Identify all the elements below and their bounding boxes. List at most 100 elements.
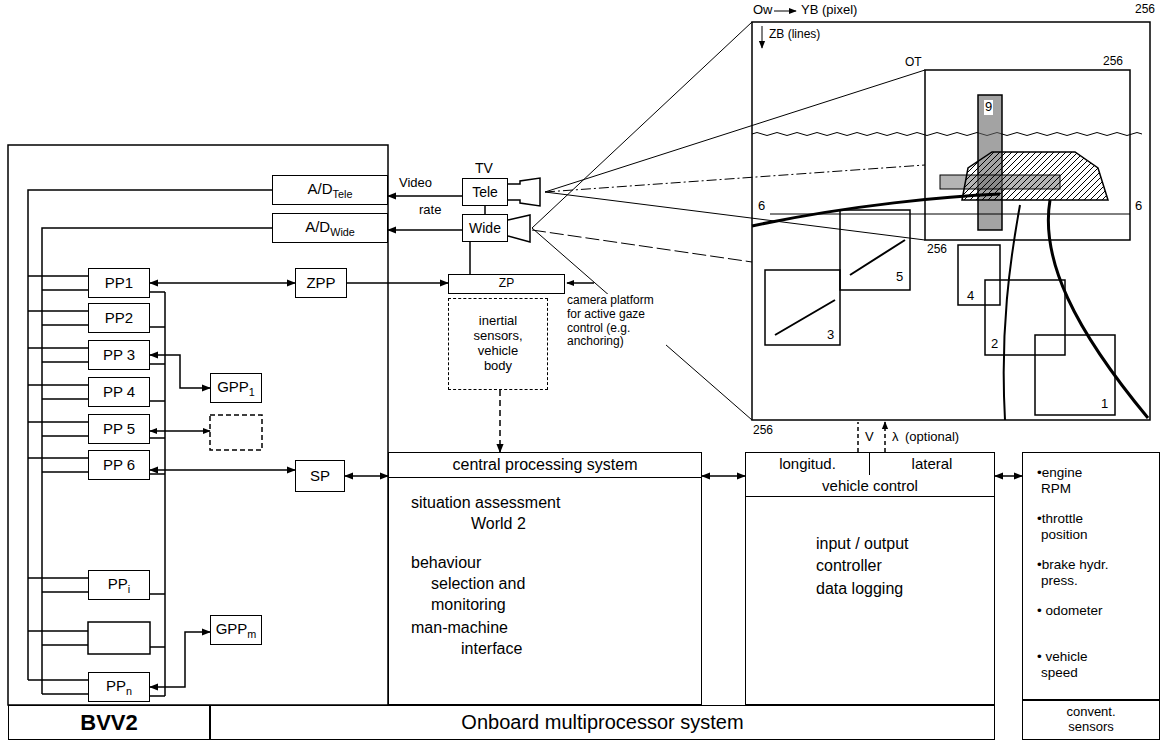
system-box: PP 6 (88, 450, 150, 480)
sensor-item: • odometer (1037, 603, 1111, 619)
system-box: PP 3 (88, 340, 150, 370)
box-text: input / output controller data logging (816, 533, 913, 600)
video-bus (28, 190, 272, 694)
annotation-label: V (864, 430, 875, 445)
sensor-item: • vehicle speed (1037, 649, 1111, 681)
signal-arrow (150, 282, 295, 284)
box-label: PP (108, 575, 128, 592)
box-label: SP (310, 467, 330, 484)
annotation-label: ZB (lines) (768, 28, 821, 42)
text-group: PP 5 (103, 420, 135, 437)
wide-axis-line (532, 230, 752, 262)
system-box: PP2 (88, 303, 150, 333)
box-heading: vehicle control (746, 475, 994, 497)
system-box: longitud.lateralvehicle control input / o… (745, 452, 995, 705)
system-box: PPi (88, 570, 150, 600)
vehicle-ahead (962, 152, 1108, 200)
annotation-label: 3 (826, 328, 835, 343)
signal-arrow (702, 475, 745, 477)
box-subscript: m (247, 628, 256, 640)
annotation-label: 256 (926, 243, 948, 257)
text-group: inertial sensors, vehicle body (462, 314, 534, 374)
box-label: GPP (216, 620, 248, 637)
box-subscript: i (128, 583, 130, 595)
lane-window (770, 214, 1130, 215)
annotation-label: λ (891, 430, 900, 445)
search-window (765, 270, 840, 345)
system-box: GPP1 (210, 373, 262, 403)
box-label: PP 4 (103, 383, 135, 400)
text-group: Wide (469, 220, 501, 236)
system-box: SP (295, 460, 345, 492)
box-label: Onboard multiprocessor system (461, 711, 743, 734)
search-window (1035, 335, 1115, 415)
box-subscript: 1 (249, 386, 255, 398)
text-group: PPi (108, 575, 130, 595)
box-label: Tele (472, 184, 498, 200)
road-edge (1004, 205, 1020, 420)
image-frame (752, 22, 1150, 420)
system-box: BVV2 (8, 705, 210, 740)
signal-arrow (150, 632, 210, 687)
text-group: PP2 (105, 309, 133, 326)
annotation-label: Video (398, 176, 433, 191)
annotation-label: YB (pixel) (800, 3, 858, 18)
system-box: PPn (88, 672, 150, 702)
text-group: SP (310, 467, 330, 484)
search-window (958, 245, 1000, 305)
annotation-label: 4 (966, 289, 975, 304)
platform-arrow (567, 282, 594, 284)
annotation-label: 6 (757, 199, 766, 214)
annotation-label: rate (418, 203, 442, 218)
tele-lens (508, 178, 540, 206)
box-label: PP 6 (103, 456, 135, 473)
system-box: ZPP (295, 268, 347, 298)
annotation-label: OT (904, 56, 923, 70)
system-box: convent. sensors (1022, 700, 1160, 740)
box-label: PP 3 (103, 346, 135, 363)
box-label: Wide (469, 220, 501, 236)
annotation-label: 1 (1100, 397, 1109, 412)
signal-arrow (995, 475, 1022, 477)
system-box: PP1 (88, 268, 150, 298)
text-group: Onboard multiprocessor system (461, 711, 743, 734)
system-box: Wide (462, 214, 508, 242)
annotation-label: 6 (1134, 199, 1143, 214)
box-subscript: Tele (333, 188, 353, 200)
road-edge (1048, 200, 1148, 418)
system-box: •engine RPM•throttle position•brake hydr… (1022, 452, 1160, 700)
text-group: GPPm (216, 620, 257, 640)
text-group: GPP1 (217, 378, 255, 398)
text-group: PP 6 (103, 456, 135, 473)
axis-arrow (774, 11, 796, 12)
horizon-line (752, 133, 1142, 136)
box-label: PP (106, 677, 126, 694)
box-label: PP1 (105, 274, 133, 291)
system-box: ZP (448, 274, 565, 294)
search-window (840, 210, 910, 290)
annotation-label: 2 (990, 337, 999, 352)
annotation-label: TV (474, 160, 494, 176)
annotation-label: 5 (895, 270, 904, 285)
box-label: BVV2 (80, 710, 137, 735)
box-label: ZPP (306, 274, 335, 291)
signal-arrow (388, 195, 462, 197)
signal-arrow (388, 229, 462, 231)
data-bus (150, 292, 165, 696)
box-label: A/D (305, 218, 330, 235)
box-text: situation assessment World 2 (411, 493, 586, 535)
text-group: ZP (499, 277, 514, 291)
box-subscript: Wide (330, 226, 355, 238)
signal-arrow (345, 475, 388, 477)
text-group: A/DWide (305, 218, 355, 238)
system-box: central processing systemsituation asses… (388, 452, 702, 705)
bus-arrow (150, 430, 210, 432)
text-group: ZPP (306, 274, 335, 291)
box-heading: longitud. (746, 453, 870, 475)
system-box: PP 4 (88, 377, 150, 407)
box-heading: lateral (870, 453, 994, 475)
wide-lens (508, 215, 530, 242)
text-group: Tele (472, 184, 498, 200)
signal-arrow (150, 355, 210, 388)
